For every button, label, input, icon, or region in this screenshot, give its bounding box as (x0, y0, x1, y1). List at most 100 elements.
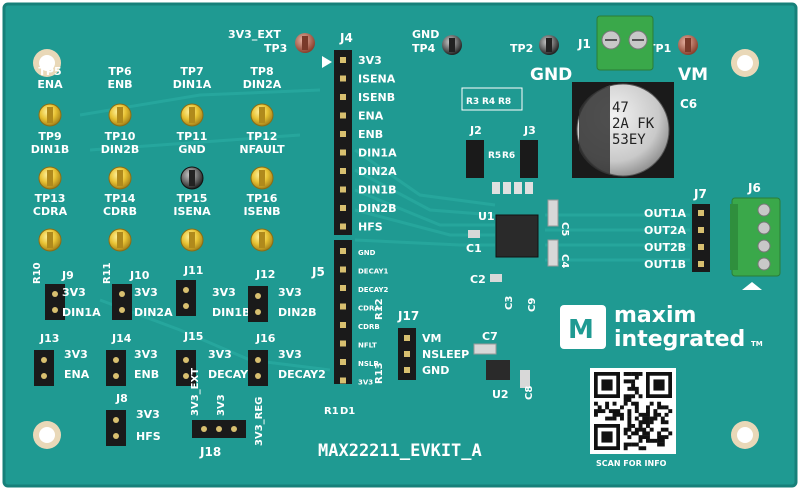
j11-pin (183, 303, 189, 309)
j8-pin (113, 433, 119, 439)
j4-pin[interactable] (340, 94, 346, 100)
j7-pin[interactable] (698, 261, 704, 267)
j12-bottom-label: DIN2B (278, 306, 316, 319)
j5-label: J5 (311, 265, 325, 279)
j4-pin[interactable] (340, 131, 346, 137)
j17-pin[interactable] (404, 351, 410, 357)
j17-pin-label: NSLEEP (422, 348, 469, 361)
j5-pin-label: DECAY1 (358, 268, 389, 276)
testpoint-tp5[interactable] (38, 103, 62, 127)
j4-pin[interactable] (340, 205, 346, 211)
j15-pin (183, 373, 189, 379)
j12-label: J12 (255, 268, 275, 281)
svg-text:M: M (568, 315, 594, 345)
jumper-j3[interactable] (520, 140, 538, 178)
j14-pin (113, 373, 119, 379)
terminal-block-j6[interactable] (730, 197, 781, 277)
j15-top-label: 3V3 (208, 348, 232, 361)
j17-pin[interactable] (404, 367, 410, 373)
testpoint-tp3[interactable] (295, 33, 315, 53)
j4-pin-label: DIN1A (358, 147, 397, 160)
maxim-logo: M (560, 305, 606, 349)
j17-pin[interactable] (404, 335, 410, 341)
j4-pin[interactable] (340, 186, 346, 193)
testpoint-tp10[interactable] (108, 166, 132, 190)
j10-bottom-label: DIN2A (134, 306, 173, 319)
jumper-j16[interactable] (248, 350, 268, 386)
j5-pin[interactable] (340, 266, 346, 273)
testpoint-tp11[interactable] (180, 166, 204, 190)
tp12-label: NFAULT (239, 143, 285, 156)
tp14-label: CDRB (103, 205, 137, 218)
tp7-name: TP7 (180, 65, 203, 78)
header-j4[interactable] (334, 50, 352, 235)
j16-top-label: 3V3 (278, 348, 302, 361)
jumper-j12[interactable] (248, 286, 268, 322)
j7-pin[interactable] (698, 227, 704, 233)
tp7-label: DIN1A (173, 78, 212, 91)
jumper-j9[interactable] (45, 284, 65, 320)
j5-pin[interactable] (340, 340, 346, 347)
j13-label: J13 (39, 332, 59, 345)
jumper-j8[interactable] (106, 410, 126, 446)
capacitor-c8 (520, 370, 530, 388)
testpoint-tp14[interactable] (108, 228, 132, 252)
j4-pin[interactable] (340, 149, 346, 156)
j8-top-label: 3V3 (136, 408, 160, 421)
svg-text:R5: R5 (488, 151, 501, 161)
testpoint-tp9[interactable] (38, 166, 62, 190)
j16-label: J16 (255, 332, 276, 345)
testpoint-tp15[interactable] (180, 228, 204, 252)
j4-pin[interactable] (340, 112, 346, 119)
pcb-traces (79, 88, 690, 372)
svg-text:D1: D1 (340, 406, 355, 417)
j4-pin[interactable] (340, 223, 346, 230)
j4-pin[interactable] (340, 75, 346, 82)
tp8-label: DIN2A (243, 78, 282, 91)
testpoint-tp4[interactable] (442, 35, 462, 55)
j7-pin[interactable] (698, 210, 704, 216)
j4-pin-label: ISENA (358, 73, 396, 86)
j10-top-label: 3V3 (134, 286, 158, 299)
header-j5[interactable] (334, 240, 352, 384)
testpoint-tp6[interactable] (108, 103, 132, 127)
j16-pin (255, 373, 261, 379)
j4-pin-label: ENB (358, 128, 383, 141)
j5-pin[interactable] (340, 303, 346, 310)
testpoint-tp2[interactable] (539, 35, 559, 55)
svg-text:R10: R10 (32, 262, 43, 284)
j4-pin-label: 3V3 (358, 54, 382, 67)
j5-pin[interactable] (340, 377, 346, 384)
u1-label: U1 (478, 210, 495, 223)
jumper-j14[interactable] (106, 350, 126, 386)
testpoint-tp7[interactable] (180, 103, 204, 127)
j4-pin[interactable] (340, 168, 346, 174)
j9-label: J9 (61, 269, 74, 282)
j5-pin[interactable] (340, 322, 346, 328)
j7-pin-label: OUT2B (644, 241, 686, 254)
header-j7[interactable] (692, 204, 710, 272)
terminal-block-j1[interactable] (596, 15, 654, 71)
jumper-j2[interactable] (466, 140, 484, 178)
testpoint-tp1[interactable] (678, 35, 698, 55)
jumper-j11[interactable] (176, 280, 196, 316)
testpoint-tp13[interactable] (38, 228, 62, 252)
j5-pin[interactable] (340, 285, 346, 291)
tp13-name: TP13 (35, 192, 66, 205)
j5-pin[interactable] (340, 248, 346, 254)
qr-code[interactable] (590, 368, 676, 454)
j7-pin[interactable] (698, 244, 704, 250)
svg-text:R4: R4 (482, 97, 495, 107)
testpoint-tp8[interactable] (250, 103, 274, 127)
testpoint-tp12[interactable] (250, 166, 274, 190)
testpoint-tp16[interactable] (250, 228, 274, 252)
svg-text:U2: U2 (492, 388, 509, 401)
svg-text:R3: R3 (466, 97, 479, 107)
j4-pin[interactable] (340, 57, 346, 63)
jumper-j13[interactable] (34, 350, 54, 386)
tp10-name: TP10 (105, 130, 136, 143)
jumper-j10[interactable] (112, 284, 132, 320)
vm-terminal-label: VM (678, 65, 708, 85)
j5-pin[interactable] (340, 359, 346, 365)
jumper-j15[interactable] (176, 350, 196, 386)
